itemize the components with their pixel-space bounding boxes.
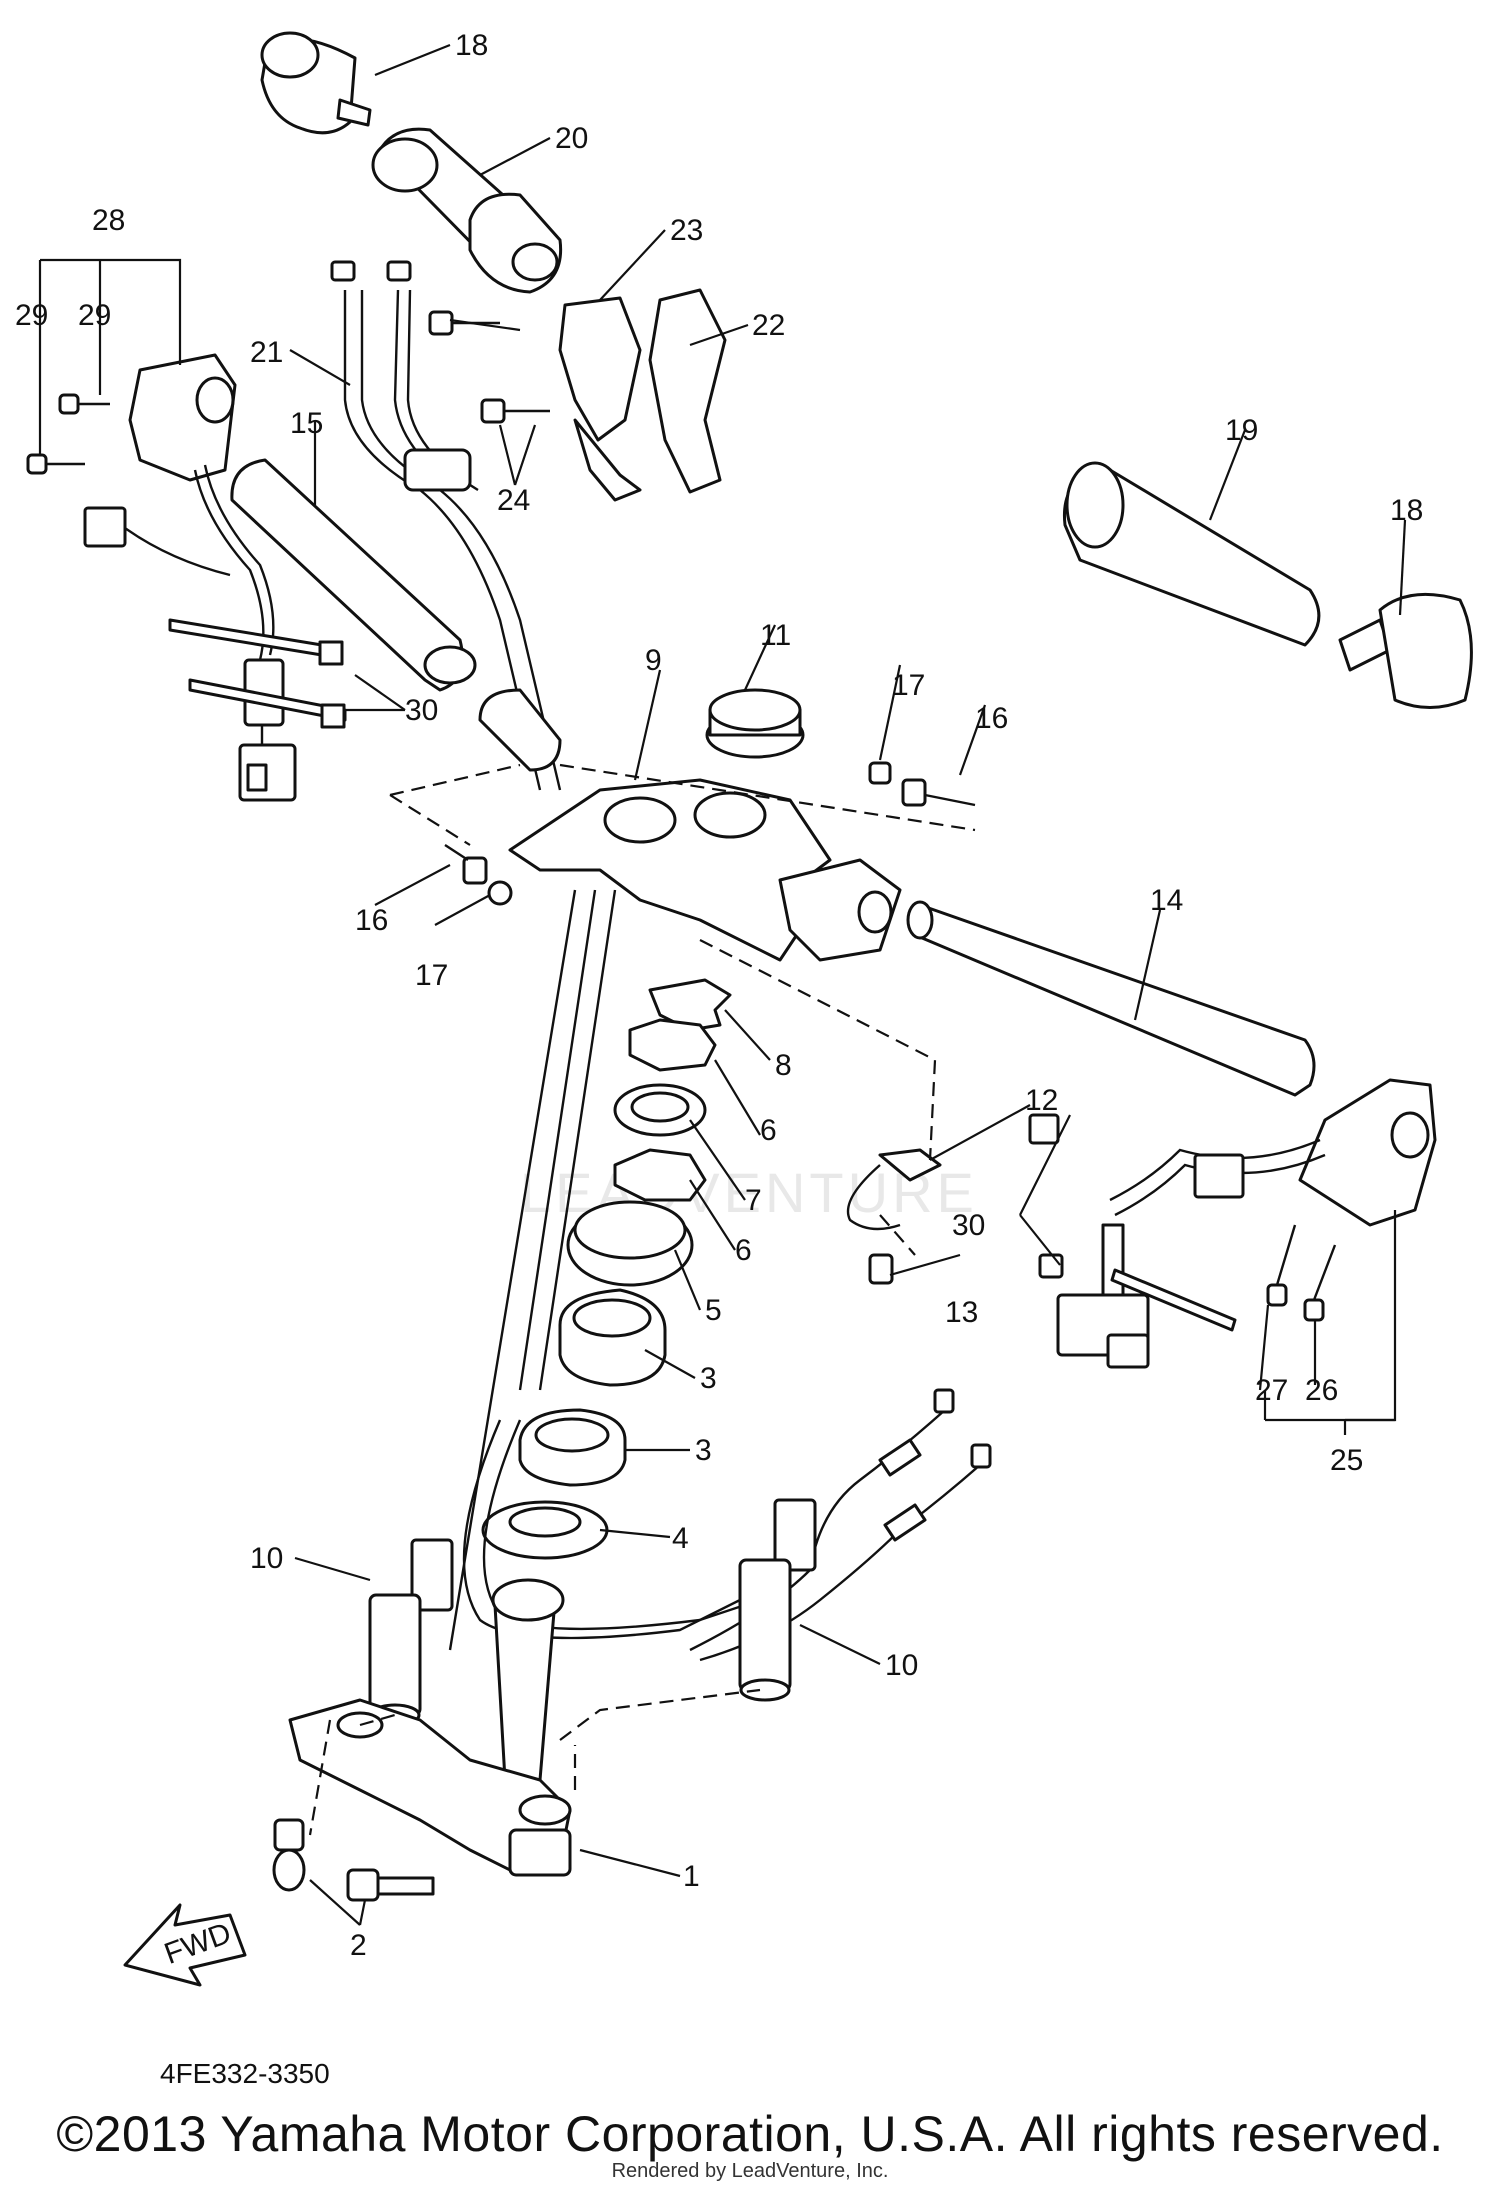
fork-spacer-right[interactable] [738,1498,817,1702]
callout-17-right: 17 [892,669,925,702]
steering-nut-cap[interactable] [705,688,805,759]
fwd-arrow-icon: FWD [123,1903,247,1987]
bearing-lower[interactable] [518,1408,627,1487]
bar-end-weight-right[interactable] [1338,592,1473,709]
callout-29-a: 29 [15,299,48,332]
throttle-housing-lower[interactable] [648,288,727,494]
copyright-notice: ©2013 Yamaha Motor Corporation, U.S.A. A… [56,2106,1444,2162]
callout-10-right: 10 [885,1649,918,1682]
throttle-grip[interactable] [371,127,563,294]
switch-screw[interactable] [26,393,110,475]
right-switch-screw[interactable] [1266,1224,1337,1322]
callout-7: 7 [745,1184,762,1217]
fork-spacer-left[interactable] [368,1538,454,1727]
ring-nut-lower[interactable] [613,1148,707,1202]
callout-2: 2 [350,1929,367,1962]
callout-23: 23 [670,214,703,247]
callout-30-right: 30 [952,1209,985,1242]
callout-8: 8 [775,1049,792,1082]
bearing-upper[interactable] [558,1288,667,1387]
callout-1: 1 [683,1860,700,1893]
bracket-bolt-right[interactable] [868,761,976,807]
callout-11: 11 [760,619,791,652]
throttle-cables[interactable] [330,260,562,791]
pinch-bolt[interactable] [272,1818,435,1902]
callout-5: 5 [705,1294,722,1327]
callout-14: 14 [1150,884,1183,917]
callout-24: 24 [497,484,530,517]
housing-screw[interactable] [428,310,550,424]
callout-20: 20 [555,122,588,155]
bracket-bolt-left[interactable] [444,843,513,906]
callout-27: 27 [1255,1374,1288,1407]
callout-25: 25 [1330,1444,1363,1477]
bar-end-weight-top-left[interactable] [260,31,372,135]
callout-22: 22 [752,309,785,342]
callout-26: 26 [1305,1374,1338,1407]
callout-28: 28 [92,204,125,237]
callout-9: 9 [645,644,662,677]
callout-17-left: 17 [415,959,448,992]
callout-10-left: 10 [250,1542,283,1575]
left-switch-connectors[interactable] [83,506,297,802]
left-handlebar-switch[interactable] [128,353,275,661]
reference-dashed-lines [308,763,976,1836]
callout-15: 15 [290,407,323,440]
cable-tie-left[interactable] [168,618,347,729]
rendered-by-credit: Rendered by LeadVenture, Inc. [611,2160,889,2182]
callout-3-a: 3 [700,1362,717,1395]
callout-16-left: 16 [355,904,388,937]
right-handlebar[interactable] [906,900,1316,1097]
handlebar-grip[interactable] [1062,461,1321,647]
callout-18-right: 18 [1390,494,1423,527]
callout-12: 12 [1025,1084,1058,1117]
lower-bracket-stem[interactable] [288,1578,572,1877]
cable-tie-right[interactable] [1110,1268,1237,1332]
upper-bracket[interactable] [478,688,902,962]
callout-16-right: 16 [975,702,1008,735]
clip-bolt[interactable] [868,1253,894,1285]
callout-6-b: 6 [735,1234,752,1267]
callout-3-b: 3 [695,1434,712,1467]
right-switch-connectors[interactable] [1028,1113,1245,1369]
callout-labels: 18 20 23 22 28 29 29 21 15 24 19 18 9 11… [15,29,1423,1962]
rubber-washer[interactable] [613,1083,707,1137]
left-handlebar[interactable] [230,458,477,692]
leader-lines [38,43,1407,1926]
callout-13: 13 [945,1296,978,1329]
callout-21: 21 [250,336,283,369]
dust-seal[interactable] [481,1500,609,1560]
diagram-code: 4FE332-3350 [160,2058,330,2089]
ring-nut-upper[interactable] [628,1018,717,1072]
callout-30-left: 30 [405,694,438,727]
cable-clip[interactable] [846,1148,942,1231]
lock-washer[interactable] [648,978,732,1032]
bearing-cover[interactable] [566,1200,694,1287]
callout-29-b: 29 [78,299,111,332]
callout-19: 19 [1225,414,1258,447]
callout-6-a: 6 [760,1114,777,1147]
lower-cables[interactable] [689,1388,992,1662]
right-handlebar-switch[interactable] [1109,1078,1437,1227]
throttle-housing-upper[interactable] [558,296,642,502]
callout-18-top: 18 [455,29,488,62]
callout-4: 4 [672,1522,689,1555]
